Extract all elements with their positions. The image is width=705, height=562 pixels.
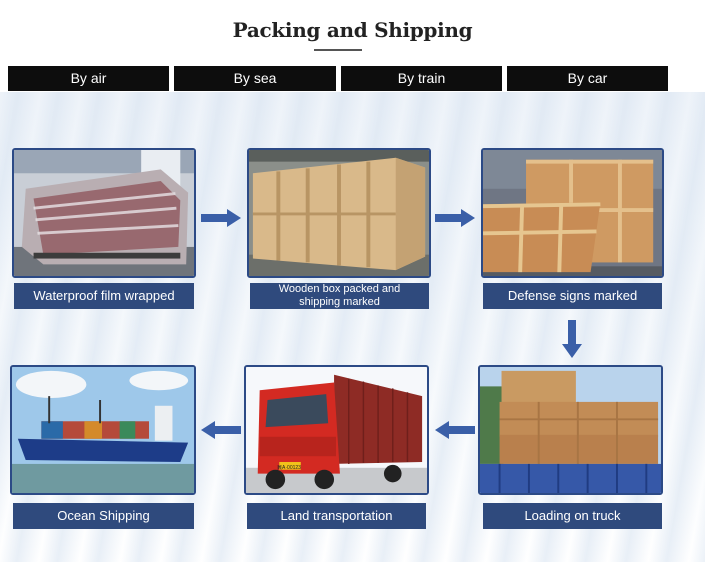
title-underline — [314, 49, 362, 51]
arrow-left-icon — [201, 421, 241, 439]
mode-by-train: By train — [341, 66, 502, 91]
arrow-left-icon — [435, 421, 475, 439]
photo-defense-signs — [481, 148, 664, 278]
arrow-right-icon — [435, 209, 475, 227]
photo-waterproof-film — [12, 148, 196, 278]
caption-defense-signs: Defense signs marked — [483, 283, 662, 309]
photo-wooden-box — [247, 148, 431, 278]
photo-loading-truck — [478, 365, 663, 495]
caption-waterproof-film: Waterproof film wrapped — [14, 283, 194, 309]
caption-wooden-box: Wooden box packed and shipping marked — [250, 283, 429, 309]
photo-land-transportation — [244, 365, 429, 495]
truck-license-plate: 冀A·00123 — [277, 465, 301, 471]
mode-by-air: By air — [8, 66, 169, 91]
caption-loading-truck: Loading on truck — [483, 503, 662, 529]
mode-by-car: By car — [507, 66, 668, 91]
photo-ocean-shipping — [10, 365, 196, 495]
arrow-down-icon — [562, 320, 582, 358]
mode-by-sea: By sea — [174, 66, 336, 91]
caption-ocean-shipping: Ocean Shipping — [13, 503, 194, 529]
caption-land-transportation: Land transportation — [247, 503, 426, 529]
arrow-right-icon — [201, 209, 241, 227]
page-title: Packing and Shipping — [232, 18, 473, 42]
